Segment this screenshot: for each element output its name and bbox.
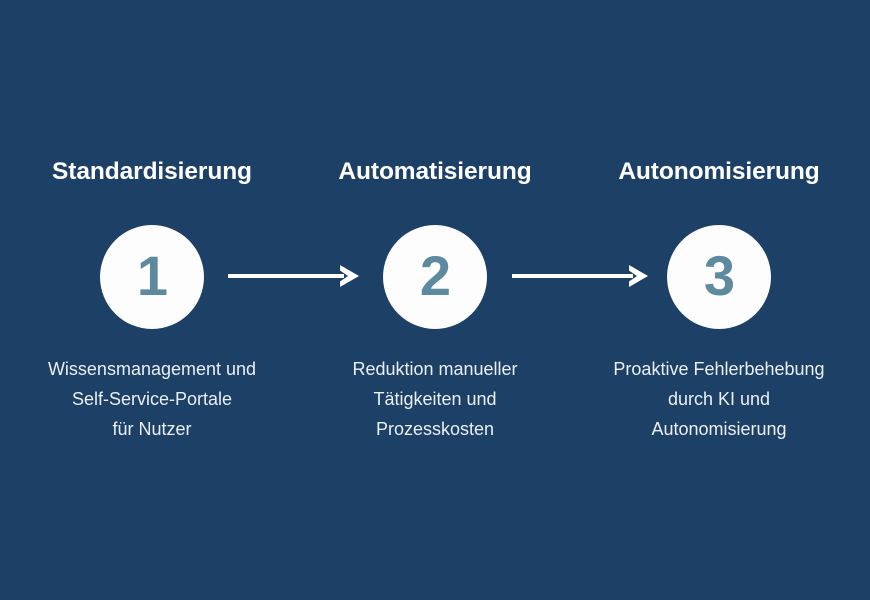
stage-1-description: Wissensmanagement und Self-Service-Porta… bbox=[47, 359, 257, 439]
stage-1-title: Standardisierung bbox=[52, 158, 252, 185]
stage-1-number: 1 bbox=[136, 243, 168, 307]
stage-1-circle: 1 bbox=[100, 225, 204, 329]
stage-2-description: Reduktion manueller Tätigkeiten und Proz… bbox=[352, 359, 518, 439]
stage-3-description: Proaktive Fehlerbehebung durch KI und Au… bbox=[613, 359, 825, 439]
process-stage-1: Standardisierung 1 Wissensmanagement und… bbox=[9, 158, 295, 444]
stage-3-circle: 3 bbox=[667, 225, 771, 329]
stage-2-number: 2 bbox=[419, 243, 451, 307]
stage-3-title: Autonomisierung bbox=[618, 158, 820, 185]
stage-2-circle: 2 bbox=[383, 225, 487, 329]
process-stage-3: Autonomisierung 3 Proaktive Fehlerbehebu… bbox=[576, 158, 862, 444]
process-stage-2: Automatisierung 2 Reduktion manueller Tä… bbox=[292, 158, 578, 444]
stage-3-number: 3 bbox=[703, 243, 735, 307]
right-arrow-icon bbox=[228, 262, 360, 290]
stage-2-title: Automatisierung bbox=[338, 158, 532, 185]
right-arrow-icon bbox=[512, 262, 649, 290]
